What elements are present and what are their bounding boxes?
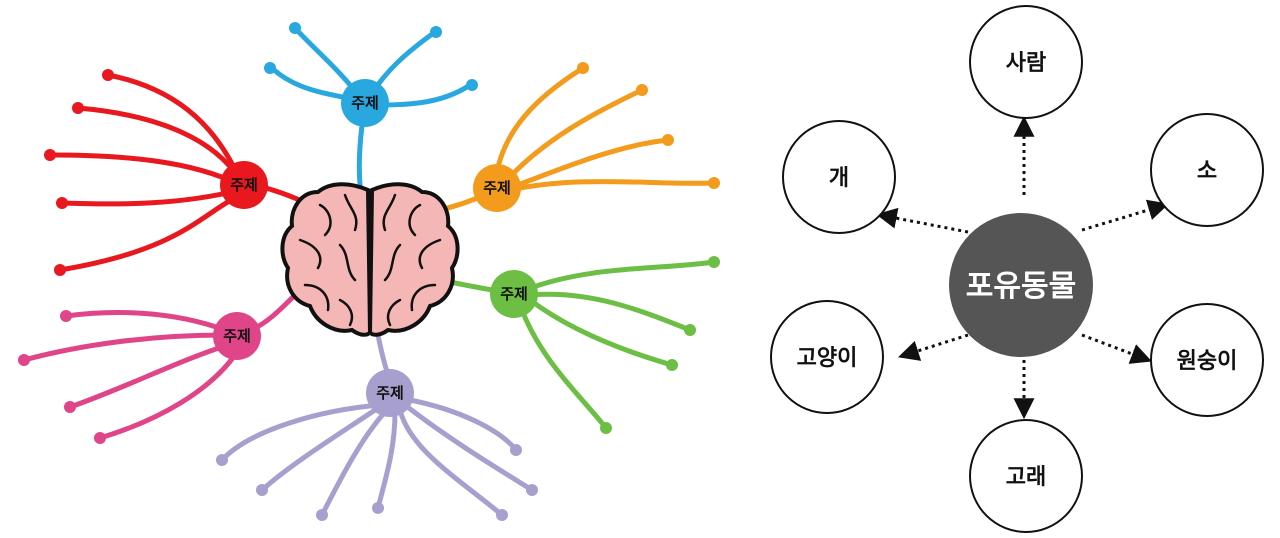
outer-node-upper-right[interactable]: 소 <box>1150 113 1264 227</box>
center-node[interactable]: 포유동물 <box>949 213 1093 357</box>
green-branch-ends <box>600 256 720 434</box>
topic-bubbles: 주제 주제 주제 주제 주제 주제 <box>213 79 538 417</box>
outer-node-top[interactable]: 사람 <box>969 5 1083 119</box>
topic-label: 주제 <box>351 94 379 112</box>
arrow-to-lower-left <box>897 333 969 361</box>
pink-branches <box>21 292 298 441</box>
node-label: 원숭이 <box>1177 349 1238 374</box>
topic-node-lavender[interactable]: 주제 <box>366 369 414 417</box>
node-label: 소 <box>1197 159 1217 184</box>
node-label: 고양이 <box>797 346 858 371</box>
lavender-branch-ends <box>216 444 538 521</box>
green-branches <box>447 259 717 431</box>
arrow-to-lower-right <box>1081 333 1152 364</box>
outer-node-bottom[interactable]: 고래 <box>969 419 1083 533</box>
topic-label: 주제 <box>483 179 511 197</box>
blue-branch-ends <box>264 22 478 91</box>
topic-node-orange[interactable]: 주제 <box>473 164 521 212</box>
arrow-to-upper-left <box>875 207 969 234</box>
topic-node-red[interactable]: 주제 <box>220 161 268 209</box>
brain-right-hemisphere <box>367 182 460 337</box>
orange-branch-ends <box>577 62 720 189</box>
topic-node-pink[interactable]: 주제 <box>213 312 261 360</box>
arrow-to-upper-right <box>1081 199 1170 232</box>
red-branches <box>47 72 313 273</box>
center-label: 포유동물 <box>966 269 1076 304</box>
lavender-branches <box>219 332 535 518</box>
brain-icon <box>280 182 460 337</box>
node-label: 고래 <box>1006 465 1046 490</box>
brain-left-hemisphere <box>280 182 373 337</box>
topic-label: 주제 <box>230 176 258 194</box>
connector-arrows <box>875 115 1170 420</box>
concept-map: 포유동물 사람 개 소 고양이 원숭이 고래 <box>770 5 1264 533</box>
pink-branch-ends <box>18 310 106 444</box>
red-branch-ends <box>44 69 114 276</box>
outer-node-upper-left[interactable]: 개 <box>782 120 896 234</box>
topic-node-blue[interactable]: 주제 <box>341 79 389 127</box>
topic-label: 주제 <box>376 384 404 402</box>
outer-node-lower-left[interactable]: 고양이 <box>770 300 884 414</box>
outer-node-lower-right[interactable]: 원숭이 <box>1150 303 1264 417</box>
node-label: 개 <box>829 166 849 191</box>
topic-label: 주제 <box>223 327 251 345</box>
brain-folds <box>298 193 442 327</box>
topic-label: 주제 <box>500 285 528 303</box>
topic-node-green[interactable]: 주제 <box>490 270 538 318</box>
mind-map: 주제 주제 주제 주제 주제 주제 <box>18 22 720 521</box>
node-label: 사람 <box>1006 51 1046 76</box>
